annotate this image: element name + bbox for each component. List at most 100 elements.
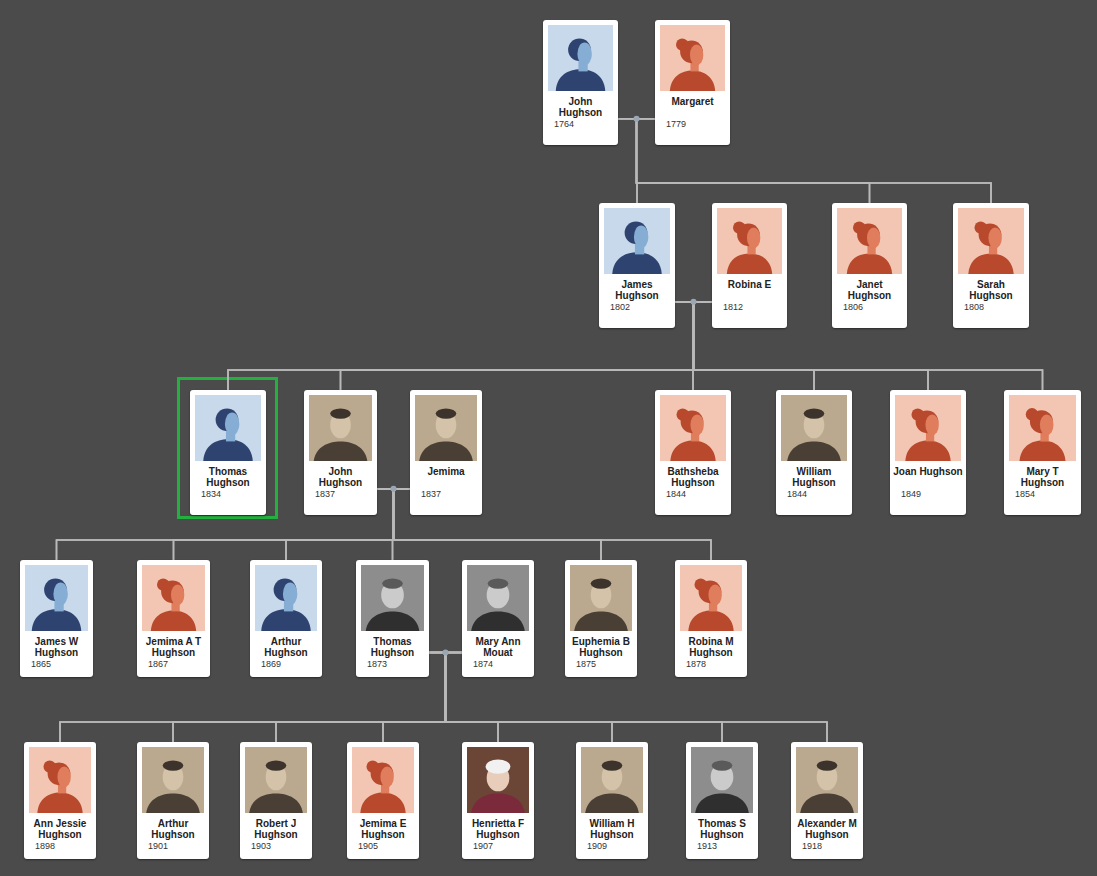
person-card: Mary T Hughson1854 (1004, 390, 1081, 515)
person-card: Jemima E Hughson1905 (347, 742, 419, 859)
avatar-picture (1009, 395, 1076, 461)
person-name: Thomas Hughson (190, 466, 266, 488)
person-name: Thomas S Hughson (686, 818, 758, 840)
person-name: William H Hughson (576, 818, 648, 840)
avatar-picture (361, 565, 424, 631)
person-name: Joan Hughson (890, 466, 966, 488)
birth-year: 1779 (655, 119, 730, 130)
person-name: Ann Jessie Hughson (24, 818, 96, 840)
avatar-picture (837, 208, 902, 274)
person-card: John Hughson1837 (304, 390, 377, 515)
family-line (675, 302, 694, 390)
birth-year: 1878 (675, 659, 747, 670)
birth-year: 1837 (304, 489, 377, 500)
person-name: James Hughson (599, 279, 675, 301)
person-card: John Hughson1764 (543, 20, 618, 145)
birth-year: 1903 (240, 841, 312, 852)
avatar-picture (142, 565, 205, 631)
avatar-picture (717, 208, 782, 274)
birth-year: 1854 (1004, 489, 1081, 500)
avatar-picture (25, 565, 88, 631)
person-card: Thomas Hughson1834 (190, 390, 266, 515)
person-card: Thomas Hughson1873 (356, 560, 429, 677)
birth-year: 1812 (712, 302, 787, 313)
person-name: Jemima (410, 466, 482, 488)
birth-year: 1837 (410, 489, 482, 500)
birth-year: 1874 (462, 659, 534, 670)
birth-year: 1844 (776, 489, 852, 500)
person-card: Henrietta F Hughson1907 (462, 742, 534, 859)
avatar-picture (660, 395, 726, 461)
person-name: Arthur Hughson (250, 636, 322, 658)
person-name: Mary T Hughson (1004, 466, 1081, 488)
avatar-picture (255, 565, 317, 631)
person-name: Henrietta F Hughson (462, 818, 534, 840)
person-name: Mary Ann Mouat (462, 636, 534, 658)
avatar-picture (195, 395, 261, 461)
person-card: Arthur Hughson1869 (250, 560, 322, 677)
person-name: Jemima A T Hughson (137, 636, 210, 658)
person-card: Alexander M Hughson1918 (791, 742, 863, 859)
highlight-frame (179, 379, 277, 518)
person-card: James Hughson1802 (599, 203, 675, 328)
person-card: William Hughson1844 (776, 390, 852, 515)
person-card: Ann Jessie Hughson1898 (24, 742, 96, 859)
birth-year: 1865 (20, 659, 93, 670)
birth-year: 1869 (250, 659, 322, 670)
avatar-picture (467, 565, 529, 631)
family-line (637, 119, 656, 203)
person-card: Jemima A T Hughson1867 (137, 560, 210, 677)
birth-year: 1913 (686, 841, 758, 852)
family-line (693, 302, 712, 390)
couple-dot (634, 116, 640, 122)
avatar-picture (958, 208, 1024, 274)
avatar-picture (781, 395, 847, 461)
birth-year: 1907 (462, 841, 534, 852)
birth-year: 1806 (832, 302, 907, 313)
birth-year: 1918 (791, 841, 863, 852)
avatar-picture (796, 747, 858, 813)
birth-year: 1875 (565, 659, 637, 670)
person-name: James W Hughson (20, 636, 93, 658)
avatar-picture (309, 395, 372, 461)
birth-year: 1909 (576, 841, 648, 852)
person-name: Janet Hughson (832, 279, 907, 301)
avatar-picture (245, 747, 307, 813)
avatar-picture (352, 747, 414, 813)
person-name: Jemima E Hughson (347, 818, 419, 840)
birth-year: 1834 (190, 489, 266, 500)
person-name: John Hughson (543, 96, 618, 118)
family-line (618, 119, 637, 203)
person-name: Robina E (712, 279, 787, 301)
avatar-picture (467, 747, 529, 813)
birth-year: 1802 (599, 302, 675, 313)
family-line (393, 489, 411, 560)
person-card: Jemima1837 (410, 390, 482, 515)
person-name: Thomas Hughson (356, 636, 429, 658)
birth-year: 1849 (890, 489, 966, 500)
family-line (377, 489, 394, 560)
avatar-picture (142, 747, 204, 813)
person-name: Alexander M Hughson (791, 818, 863, 840)
person-name: Robert J Hughson (240, 818, 312, 840)
person-name: John Hughson (304, 466, 377, 488)
avatar-picture (548, 25, 613, 91)
person-card: Janet Hughson1806 (832, 203, 907, 328)
person-card: Margaret1779 (655, 20, 730, 145)
avatar-picture (415, 395, 477, 461)
person-card: James W Hughson1865 (20, 560, 93, 677)
avatar-picture (895, 395, 961, 461)
person-card: Robina E1812 (712, 203, 787, 328)
person-card: Arthur Hughson1901 (137, 742, 209, 859)
person-card: William H Hughson1909 (576, 742, 648, 859)
birth-year: 1873 (356, 659, 429, 670)
birth-year: 1764 (543, 119, 618, 130)
person-card: Joan Hughson1849 (890, 390, 966, 515)
person-card: Thomas S Hughson1913 (686, 742, 758, 859)
person-name: William Hughson (776, 466, 852, 488)
avatar-picture (581, 747, 643, 813)
person-name: Arthur Hughson (137, 818, 209, 840)
person-card: Euphemia B Hughson1875 (565, 560, 637, 677)
person-name: Euphemia B Hughson (565, 636, 637, 658)
